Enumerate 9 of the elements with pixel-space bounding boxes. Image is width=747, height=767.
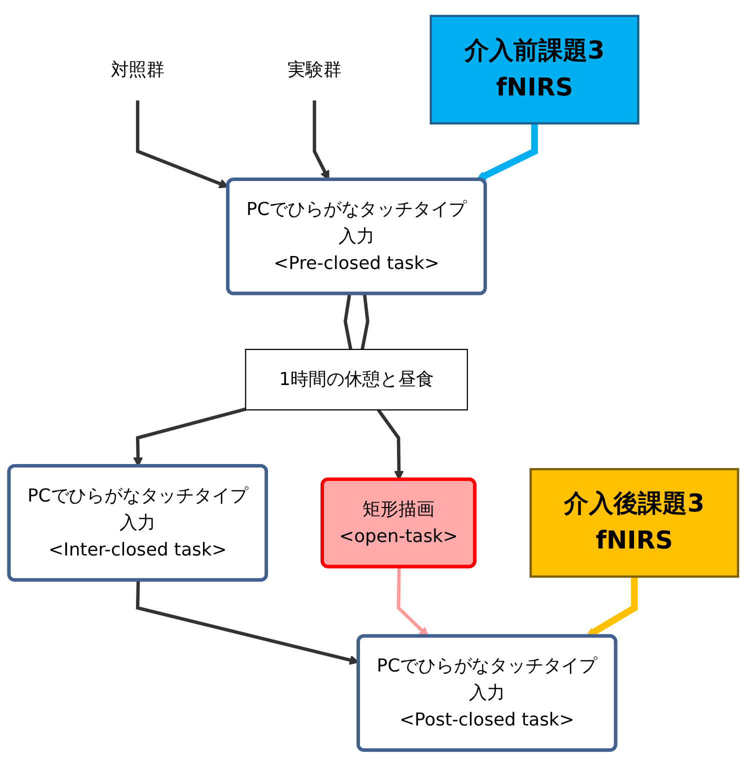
node-box: 1時間の休憩と昼食 (245, 349, 468, 411)
node-text: 対照群 (110, 58, 165, 80)
node-box: 介入後課題3 fNIRS (530, 468, 740, 578)
connector (344, 294, 352, 350)
arrow (476, 124, 538, 182)
node-text: 実験群 (288, 58, 342, 80)
connector (360, 294, 370, 350)
node-box: 介入前課題3 fNIRS (430, 15, 640, 125)
arrow (136, 100, 229, 189)
